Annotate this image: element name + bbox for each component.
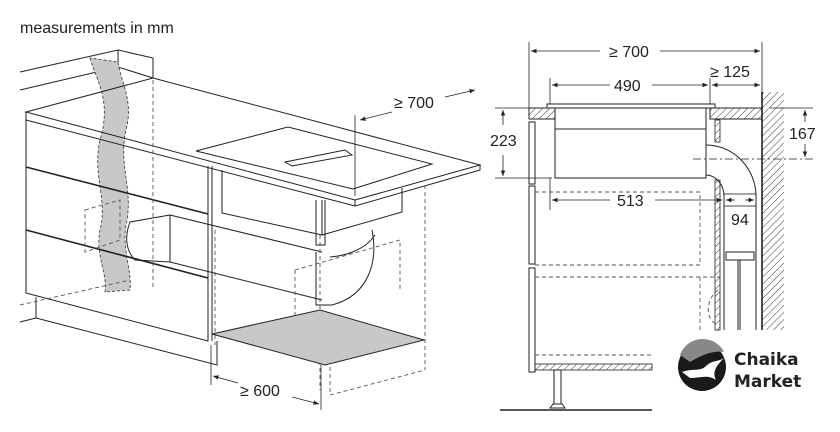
duct-axis-height-label: 167 (789, 126, 816, 143)
wall (762, 92, 784, 330)
dim-overall-depth: ≥ 700 (528, 42, 763, 108)
rear-clearance-label: ≥ 125 (710, 64, 750, 81)
countertop (24, 77, 482, 207)
dashed-shelves (535, 191, 720, 356)
dim-duct-offset: 513 (549, 178, 722, 210)
overall-depth-label: ≥ 700 (609, 44, 649, 61)
dim-rear-clearance: ≥ 125 (710, 64, 760, 88)
wall-duct-chase (89, 57, 131, 293)
cabinet-front-panels (528, 121, 536, 373)
isometric-view: ≥ 700 ≥ 600 (19, 49, 482, 410)
dim-duct-width: 94 (723, 193, 757, 229)
hob-height-label: 223 (490, 133, 517, 150)
depth-dimension: ≥ 700 (354, 89, 476, 196)
hob-depth-label: 490 (614, 78, 641, 95)
chaika-market-logo: Chaika Market (678, 338, 801, 392)
section-view: ≥ 700 490 ≥ 125 223 167 (490, 42, 816, 411)
dim-duct-axis-height: 167 (770, 107, 816, 157)
duct-width-label: 94 (731, 212, 749, 229)
dim-hob-depth: 490 (549, 78, 711, 104)
depth-label: ≥ 700 (394, 95, 434, 112)
duct-elbow (705, 144, 757, 330)
measurements-caption: measurements in mm (20, 20, 174, 37)
seagull-icon (682, 358, 724, 380)
countertop-section-right (709, 107, 763, 120)
cabinet-base (500, 363, 653, 411)
logo-line2: Market (734, 372, 801, 392)
duct-system (126, 214, 376, 306)
appliance-box (221, 170, 403, 246)
cabinet-side-panel (714, 119, 721, 331)
countertop-section-left (528, 107, 556, 120)
width-dimension: ≥ 600 (210, 345, 322, 410)
duct-offset-label: 513 (617, 193, 644, 210)
back-wall (19, 49, 154, 91)
floor-plate (211, 309, 426, 366)
hob (195, 126, 434, 190)
dim-hob-height: 223 (490, 107, 552, 179)
width-label: ≥ 600 (240, 383, 280, 400)
base-cabinets (19, 120, 218, 366)
logo-line1: Chaika (734, 350, 799, 370)
hob-section (546, 103, 716, 179)
